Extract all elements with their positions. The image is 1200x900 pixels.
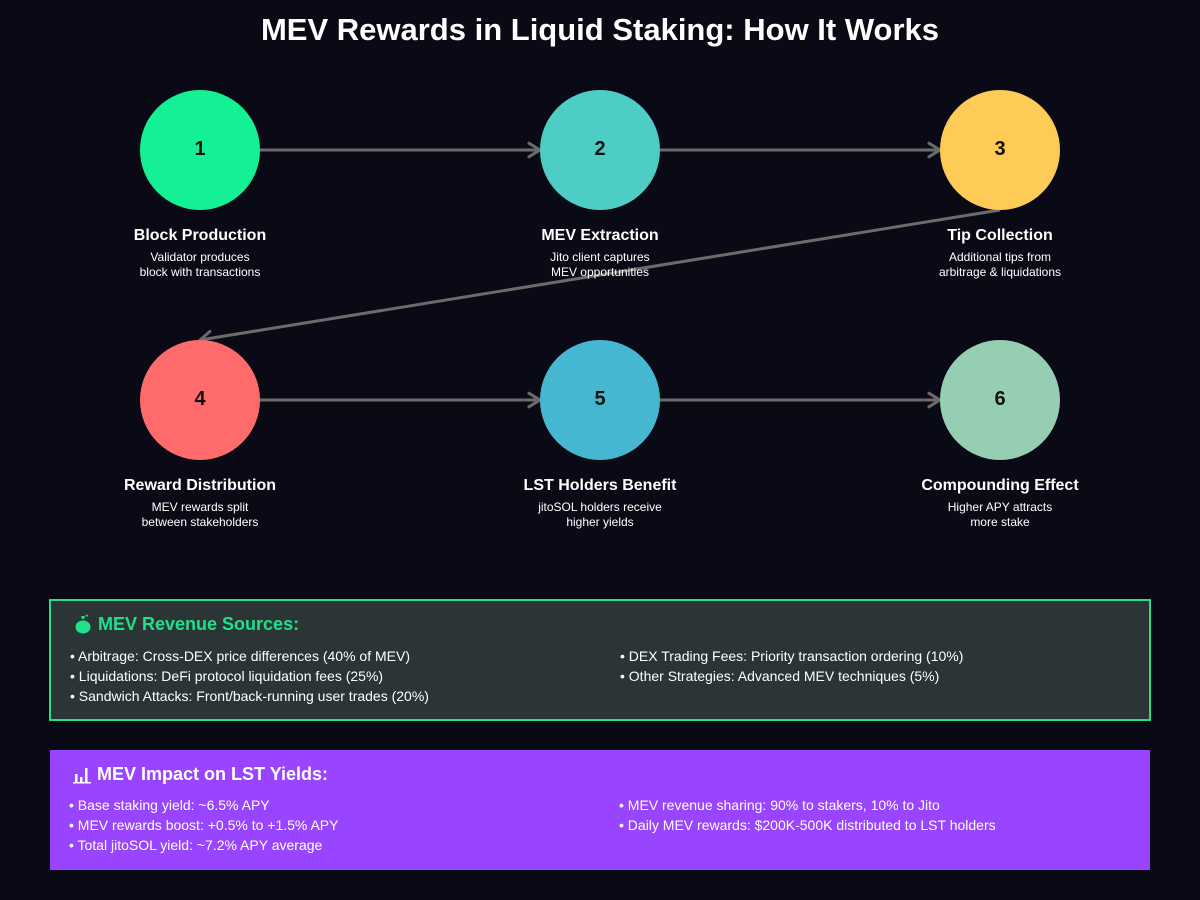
step-description: jitoSOL holders receive [537,500,662,514]
step-title: Block Production [134,227,266,244]
step-description: Higher APY attracts [948,500,1053,514]
bar-chart-icon [73,768,91,784]
list-item: • DEX Trading Fees: Priority transaction… [620,648,964,664]
step-title: LST Holders Benefit [524,477,678,494]
list-item: • Daily MEV rewards: $200K-500K distribu… [619,817,996,833]
step-description: between stakeholders [142,515,259,529]
flow-arrow [260,141,542,159]
list-item: • Liquidations: DeFi protocol liquidatio… [70,668,384,684]
step-title: Compounding Effect [921,477,1079,494]
flow-arrow [260,391,542,409]
step-description: Additional tips from [949,250,1051,264]
revenue-list-right: • DEX Trading Fees: Priority transaction… [620,646,963,686]
revenue-list-left: • Arbitrage: Cross-DEX price differences… [70,646,429,706]
flow-arrow [660,391,942,409]
step-circle [540,340,660,460]
step-description: MEV rewards split [152,500,249,514]
list-item: • Sandwich Attacks: Front/back-running u… [70,688,429,704]
step-circle [940,90,1060,210]
step-number: 2 [594,138,605,160]
list-item: • Other Strategies: Advanced MEV techniq… [620,668,940,684]
step-title: Tip Collection [947,227,1052,244]
step-title: MEV Extraction [541,227,658,244]
revenue-sources-heading: MEV Revenue Sources: [73,613,299,635]
impact-list-left: • Base staking yield: ~6.5% APY • MEV re… [69,795,339,855]
step-description: Jito client captures [550,250,649,264]
step-number: 4 [194,388,206,410]
step-circle [140,340,260,460]
list-item: • MEV rewards boost: +0.5% to +1.5% APY [69,817,339,833]
step-circle [540,90,660,210]
lst-impact-panel: MEV Impact on LST Yields: • Base staking… [50,750,1150,870]
step-number: 5 [594,388,605,410]
step-circle [140,90,260,210]
page-title: MEV Rewards in Liquid Staking: How It Wo… [260,12,940,47]
revenue-sources-title: MEV Revenue Sources: [98,614,300,634]
revenue-sources-panel: MEV Revenue Sources: • Arbitrage: Cross-… [49,599,1151,721]
lst-impact-title: MEV Impact on LST Yields: [97,764,329,784]
lst-impact-heading: MEV Impact on LST Yields: [72,763,328,785]
list-item: • Arbitrage: Cross-DEX price differences… [70,648,410,664]
step-number: 1 [194,138,205,160]
flow-arrow [660,141,942,159]
step-number: 6 [994,388,1005,410]
impact-list-right: • MEV revenue sharing: 90% to stakers, 1… [619,795,996,835]
step-description: more stake [970,515,1030,529]
step-description: Validator produces [150,250,249,264]
list-item: • Total jitoSOL yield: ~7.2% APY average [69,837,323,853]
list-item: • Base staking yield: ~6.5% APY [69,797,270,813]
list-item: • MEV revenue sharing: 90% to stakers, 1… [619,797,940,813]
step-title: Reward Distribution [124,477,276,494]
step-circle [940,340,1060,460]
step-description: higher yields [566,515,633,529]
step-description: MEV opportunities [551,265,649,279]
step-description: block with transactions [140,265,261,279]
step-description: arbitrage & liquidations [939,265,1061,279]
money-bag-icon [75,614,91,634]
step-number: 3 [994,138,1005,160]
